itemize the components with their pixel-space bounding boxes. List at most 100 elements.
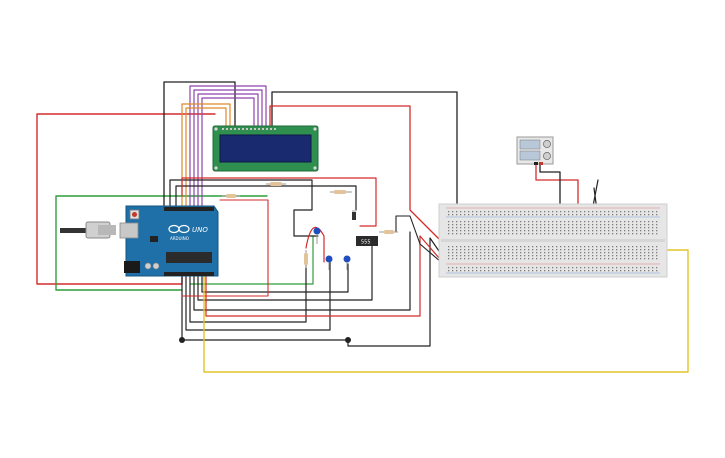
breadboard-hole[interactable] (508, 258, 510, 260)
breadboard-hole[interactable] (472, 249, 474, 251)
resistor-5[interactable] (380, 230, 398, 234)
breadboard-hole[interactable] (484, 258, 486, 260)
breadboard-hole[interactable] (608, 255, 610, 257)
breadboard-hole[interactable] (620, 233, 622, 235)
breadboard-hole[interactable] (484, 246, 486, 248)
breadboard-hole[interactable] (492, 249, 494, 251)
breadboard-hole[interactable] (472, 224, 474, 226)
breadboard-hole[interactable] (528, 211, 530, 213)
breadboard-hole[interactable] (472, 233, 474, 235)
breadboard-hole[interactable] (540, 252, 542, 254)
breadboard-hole[interactable] (448, 270, 450, 272)
breadboard-hole[interactable] (524, 258, 526, 260)
breadboard-hole[interactable] (540, 258, 542, 260)
breadboard-hole[interactable] (612, 258, 614, 260)
breadboard-hole[interactable] (644, 214, 646, 216)
breadboard-hole[interactable] (496, 252, 498, 254)
breadboard-hole[interactable] (600, 246, 602, 248)
breadboard-hole[interactable] (576, 233, 578, 235)
breadboard-hole[interactable] (480, 246, 482, 248)
breadboard-hole[interactable] (552, 230, 554, 232)
breadboard-hole[interactable] (588, 267, 590, 269)
breadboard-hole[interactable] (536, 246, 538, 248)
breadboard-hole[interactable] (520, 255, 522, 257)
breadboard-hole[interactable] (648, 246, 650, 248)
breadboard-hole[interactable] (476, 270, 478, 272)
breadboard-hole[interactable] (484, 230, 486, 232)
breadboard-hole[interactable] (524, 221, 526, 223)
capacitor-2[interactable] (325, 255, 333, 271)
lcd-module[interactable] (212, 125, 319, 172)
breadboard-hole[interactable] (580, 258, 582, 260)
breadboard-hole[interactable] (552, 267, 554, 269)
breadboard-hole[interactable] (576, 267, 578, 269)
breadboard-hole[interactable] (560, 224, 562, 226)
breadboard-hole[interactable] (604, 252, 606, 254)
breadboard-hole[interactable] (604, 255, 606, 257)
breadboard-hole[interactable] (480, 258, 482, 260)
breadboard-hole[interactable] (480, 211, 482, 213)
breadboard-hole[interactable] (528, 249, 530, 251)
breadboard-hole[interactable] (636, 224, 638, 226)
breadboard-hole[interactable] (468, 227, 470, 229)
breadboard-hole[interactable] (648, 255, 650, 257)
breadboard-hole[interactable] (524, 255, 526, 257)
breadboard-hole[interactable] (480, 224, 482, 226)
breadboard-hole[interactable] (652, 246, 654, 248)
breadboard-hole[interactable] (632, 214, 634, 216)
breadboard-hole[interactable] (560, 270, 562, 272)
breadboard-hole[interactable] (548, 221, 550, 223)
breadboard-hole[interactable] (584, 267, 586, 269)
breadboard-hole[interactable] (652, 267, 654, 269)
breadboard-hole[interactable] (468, 246, 470, 248)
breadboard-hole[interactable] (536, 249, 538, 251)
psu-voltage-knob[interactable] (543, 140, 551, 148)
breadboard-hole[interactable] (492, 227, 494, 229)
breadboard-hole[interactable] (616, 252, 618, 254)
breadboard-hole[interactable] (640, 224, 642, 226)
breadboard-hole[interactable] (656, 227, 658, 229)
breadboard-hole[interactable] (600, 224, 602, 226)
breadboard[interactable] (438, 203, 668, 278)
breadboard-hole[interactable] (460, 255, 462, 257)
breadboard-hole[interactable] (572, 214, 574, 216)
breadboard-hole[interactable] (520, 227, 522, 229)
breadboard-hole[interactable] (504, 249, 506, 251)
breadboard-hole[interactable] (648, 224, 650, 226)
breadboard-hole[interactable] (640, 230, 642, 232)
breadboard-hole[interactable] (504, 270, 506, 272)
breadboard-hole[interactable] (512, 214, 514, 216)
breadboard-hole[interactable] (472, 246, 474, 248)
breadboard-hole[interactable] (592, 230, 594, 232)
breadboard-hole[interactable] (500, 270, 502, 272)
breadboard-hole[interactable] (448, 267, 450, 269)
breadboard-hole[interactable] (624, 224, 626, 226)
breadboard-hole[interactable] (464, 233, 466, 235)
breadboard-hole[interactable] (460, 246, 462, 248)
breadboard-hole[interactable] (456, 214, 458, 216)
breadboard-hole[interactable] (476, 252, 478, 254)
breadboard-hole[interactable] (464, 267, 466, 269)
breadboard-hole[interactable] (644, 255, 646, 257)
wire-orange-2[interactable] (185, 107, 227, 209)
breadboard-hole[interactable] (612, 211, 614, 213)
breadboard-hole[interactable] (532, 258, 534, 260)
breadboard-hole[interactable] (556, 258, 558, 260)
breadboard-hole[interactable] (512, 211, 514, 213)
breadboard-hole[interactable] (536, 233, 538, 235)
breadboard-hole[interactable] (540, 246, 542, 248)
breadboard-hole[interactable] (564, 214, 566, 216)
breadboard-hole[interactable] (456, 270, 458, 272)
breadboard-hole[interactable] (560, 214, 562, 216)
breadboard-hole[interactable] (496, 227, 498, 229)
breadboard-hole[interactable] (568, 233, 570, 235)
wire-black-long[interactable] (347, 237, 453, 347)
breadboard-hole[interactable] (516, 227, 518, 229)
breadboard-hole[interactable] (452, 255, 454, 257)
breadboard-hole[interactable] (488, 246, 490, 248)
breadboard-hole[interactable] (472, 211, 474, 213)
breadboard-hole[interactable] (560, 246, 562, 248)
breadboard-hole[interactable] (460, 249, 462, 251)
breadboard-hole[interactable] (600, 255, 602, 257)
breadboard-hole[interactable] (616, 214, 618, 216)
